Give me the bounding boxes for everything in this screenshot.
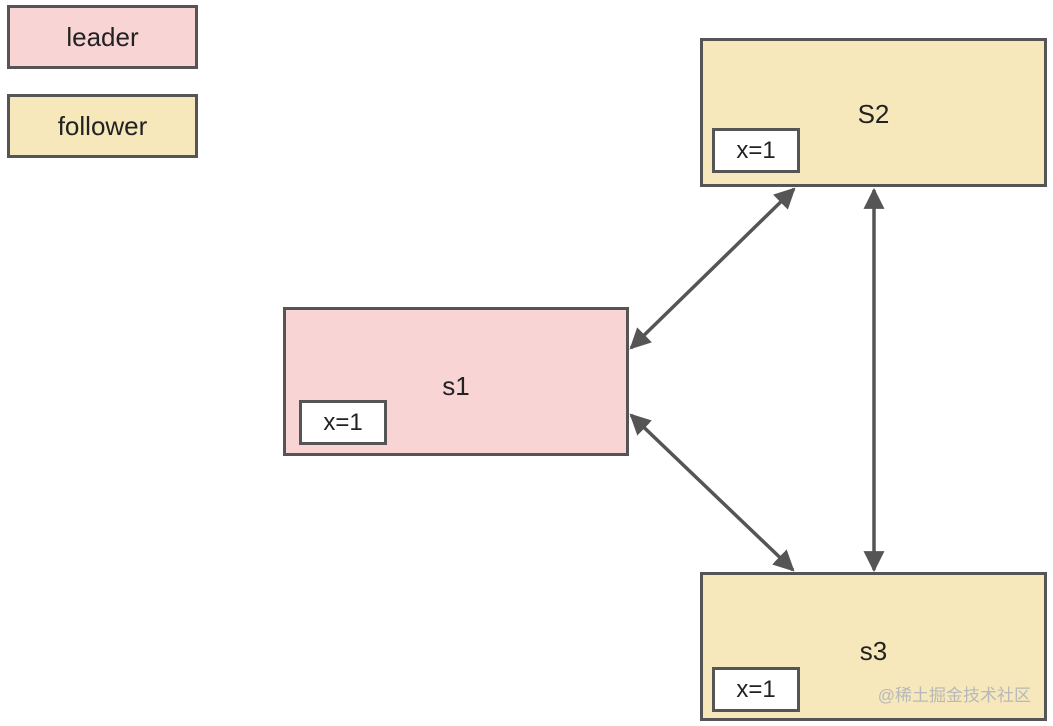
legend-follower: follower: [7, 94, 198, 158]
node-s3: s3 x=1: [700, 572, 1047, 721]
node-s3-value: x=1: [712, 667, 800, 712]
node-s1: s1 x=1: [283, 307, 629, 456]
node-s1-value: x=1: [299, 400, 387, 445]
node-s2-title: S2: [857, 99, 890, 129]
legend-leader-label: leader: [66, 21, 139, 52]
legend-leader: leader: [7, 5, 198, 69]
edge-s1-s2-arrow: [629, 187, 796, 350]
node-s1-title: s1: [442, 371, 470, 401]
node-s2-value: x=1: [712, 128, 800, 173]
node-s3-title: s3: [859, 636, 888, 666]
edge-s1-s3-arrow: [629, 413, 795, 572]
legend-follower-label: follower: [57, 110, 148, 141]
watermark-text: @稀土掘金技术社区: [877, 686, 1031, 705]
node-s2: S2 x=1: [700, 38, 1047, 187]
